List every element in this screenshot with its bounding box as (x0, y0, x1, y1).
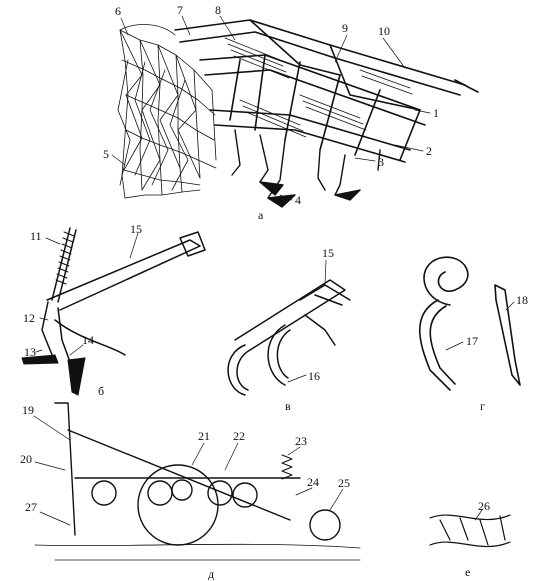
panel-e-roller-detail: 26 е (429, 499, 511, 579)
callout-23: 23 (295, 434, 307, 448)
callout-12: 12 (23, 311, 35, 325)
soil-layer (34, 543, 361, 561)
callout-10: 10 (378, 24, 390, 38)
cultivator-frame (174, 19, 479, 163)
callout-21: 21 (198, 429, 210, 443)
callout-27: 27 (25, 500, 37, 514)
callout-5: 5 (103, 147, 109, 161)
callout-2: 2 (426, 144, 432, 158)
callout-14: 14 (82, 333, 94, 347)
shovel-blade (21, 354, 59, 365)
callout-3: 3 (378, 155, 384, 169)
panel-a-label: а (258, 208, 264, 222)
callout-15v: 15 (322, 246, 334, 260)
panel-v-double-tine: 15 16 в (227, 246, 351, 413)
panel-a-leaders (111, 15, 431, 201)
callout-11: 11 (30, 229, 42, 243)
panel-e-label: е (465, 565, 470, 579)
panel-b-label: б (98, 384, 104, 398)
callout-4: 4 (295, 193, 301, 207)
callout-13: 13 (24, 345, 36, 359)
slatted-rollers (224, 37, 413, 138)
callout-16: 16 (308, 369, 320, 383)
panel-v-label: в (285, 399, 291, 413)
callout-9: 9 (342, 21, 348, 35)
callout-17: 17 (466, 334, 478, 348)
panel-d-rotary-section: 19 20 21 22 23 24 25 27 д (20, 402, 361, 581)
panel-b-spring-tine: 11 12 13 14 15 б (21, 222, 206, 398)
sweep-tines (231, 129, 381, 208)
spring-harrow-mesh (117, 24, 217, 199)
callout-24: 24 (307, 475, 319, 489)
callout-18: 18 (516, 293, 528, 307)
panel-g-tine-shapes: 17 18 г (418, 256, 528, 413)
callout-25: 25 (338, 476, 350, 490)
callout-22: 22 (233, 429, 245, 443)
pressure-spring (281, 454, 293, 480)
panel-a-cultivator: 6 7 8 9 10 1 2 3 4 5 а (103, 3, 479, 222)
callout-19: 19 (22, 403, 34, 417)
callout-1: 1 (433, 106, 439, 120)
callout-8: 8 (215, 3, 221, 17)
callout-15b: 15 (130, 222, 142, 236)
callout-26: 26 (478, 499, 490, 513)
callout-20: 20 (20, 452, 32, 466)
panel-d-label: д (208, 567, 214, 581)
callout-6: 6 (115, 4, 121, 18)
coil-spring (55, 231, 75, 285)
callout-7: 7 (177, 3, 183, 17)
panel-g-label: г (480, 399, 485, 413)
